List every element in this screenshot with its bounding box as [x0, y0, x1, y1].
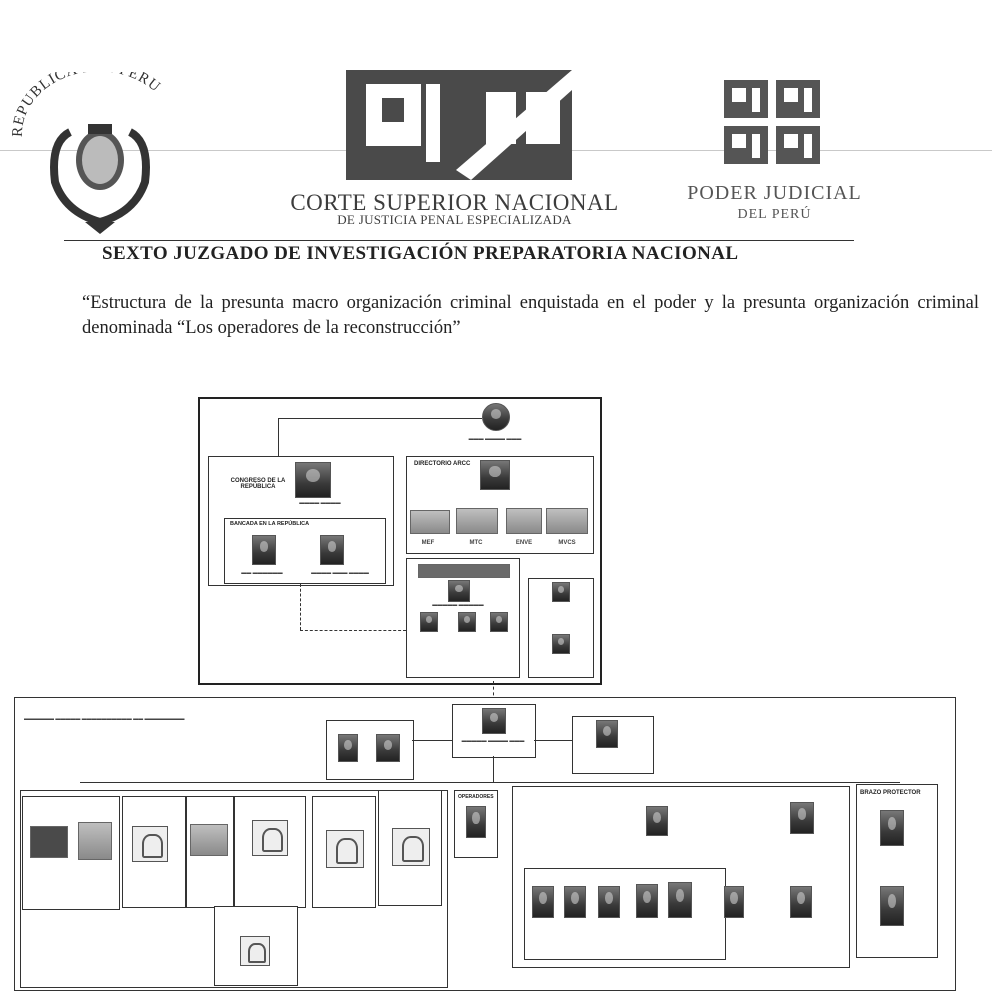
- directorio-title: DIRECTORIO ARCC: [414, 461, 471, 467]
- poder-judicial-logo: [724, 80, 820, 164]
- connector: [80, 782, 900, 783]
- lower-leader-label: ▬▬▬▬▬ ▬▬▬▬ ▬▬▬: [461, 738, 525, 744]
- company-image: [30, 826, 68, 858]
- company-logo: [392, 828, 430, 866]
- connector: [278, 418, 482, 419]
- official-photo: [790, 886, 812, 918]
- side-person-photo: [552, 582, 570, 602]
- entity-image: [546, 508, 588, 534]
- entity-image: [506, 508, 542, 534]
- bancada-member-photo: [320, 535, 344, 565]
- entity-label: MVCS: [558, 540, 576, 546]
- advisor-photo: [596, 720, 618, 748]
- brazo-protector-title: BRAZO PROTECTOR: [860, 790, 921, 796]
- congreso-person-label: ▬▬▬▬ ▬▬▬▬: [299, 500, 341, 506]
- congreso-person-photo: [295, 462, 331, 498]
- company-logo: [252, 820, 288, 856]
- arcc-member-photo: [420, 612, 438, 632]
- lower-structure-label: ▬▬▬▬▬▬ ▬▬▬▬▬ ▬▬▬▬▬▬▬▬▬▬ ▬▬ ▬▬▬▬▬▬▬▬: [24, 716, 185, 722]
- bancada-title: BANCADA EN LA REPÚBLICA: [230, 521, 310, 527]
- coat-of-arms-seal: REPUBLICA DEL PERU: [10, 72, 164, 234]
- leader-label: ▬▬▬ ▬▬▬▬ ▬▬▬: [468, 436, 522, 442]
- subgroup-photo: [668, 882, 692, 918]
- entity-image: [410, 510, 450, 534]
- operador-photo: [466, 806, 486, 838]
- company-image: [78, 822, 112, 860]
- subgroup-photo: [532, 886, 554, 918]
- entity-label: ENVE: [515, 540, 533, 546]
- connector: [534, 740, 572, 741]
- court-header-text: CORTE SUPERIOR NACIONAL DE JUSTICIA PENA…: [272, 190, 637, 228]
- official-photo: [724, 886, 744, 918]
- official-photo: [646, 806, 668, 836]
- connector: [278, 418, 279, 458]
- arcc-head-label: ▬▬▬▬▬ ▬▬▬▬▬: [432, 602, 484, 608]
- associate-photo: [376, 734, 400, 762]
- leader-photo: [482, 403, 510, 431]
- connector: [493, 756, 494, 782]
- arcc-head-photo: [448, 580, 470, 602]
- dashed-link: [300, 630, 406, 631]
- company-logo: [240, 936, 270, 966]
- pj-title: PODER JUDICIAL: [687, 182, 862, 204]
- court-name: SEXTO JUZGADO DE INVESTIGACIÓN PREPARATO…: [102, 243, 739, 264]
- pj-subtitle: DEL PERÚ: [737, 207, 812, 222]
- arcc-banner: [418, 564, 510, 578]
- operadores-title: OPERADORES: [458, 794, 494, 800]
- entity-image: [456, 508, 498, 534]
- entity-label: MEF: [421, 540, 435, 546]
- official-photo: [790, 802, 814, 834]
- subgroup-photo: [598, 886, 620, 918]
- congreso-title: CONGRESO DE LA REPÚBLICA: [230, 478, 286, 490]
- figure-caption: “Estructura de la presunta macro organiz…: [82, 293, 979, 338]
- court-subtitle: DE JUSTICIA PENAL ESPECIALIZADA: [337, 212, 572, 227]
- corte-superior-logo: [346, 70, 572, 180]
- court-title: CORTE SUPERIOR NACIONAL: [290, 190, 619, 215]
- arcc-member-photo: [490, 612, 508, 632]
- arcc-member-photo: [458, 612, 476, 632]
- lower-leader-photo: [482, 708, 506, 734]
- poder-judicial-text: PODER JUDICIAL DEL PERÚ: [672, 182, 877, 223]
- entity-label: MTC: [469, 540, 483, 546]
- connector: [412, 740, 452, 741]
- subgroup-photo: [636, 884, 658, 918]
- company-logo: [132, 826, 168, 862]
- member-label: ▬▬ ▬▬▬▬▬▬: [241, 570, 283, 576]
- svg-text:REPUBLICA DEL PERU: REPUBLICA DEL PERU: [10, 72, 164, 137]
- protector-photo: [880, 886, 904, 926]
- company-logo: [326, 830, 364, 868]
- subgroup-box: [524, 868, 726, 960]
- subgroup-photo: [564, 886, 586, 918]
- associate-photo: [338, 734, 358, 762]
- title-rule: [64, 240, 854, 241]
- bancada-member-photo: [252, 535, 276, 565]
- side-person-photo: [552, 634, 570, 654]
- dashed-link: [493, 681, 494, 701]
- directorio-head-photo: [480, 460, 510, 490]
- dashed-link: [300, 584, 301, 630]
- bancada-box: [224, 518, 386, 584]
- member-label: ▬▬▬▬ ▬▬▬ ▬▬▬▬: [311, 570, 369, 576]
- protector-photo: [880, 810, 904, 846]
- company-image: [190, 824, 228, 856]
